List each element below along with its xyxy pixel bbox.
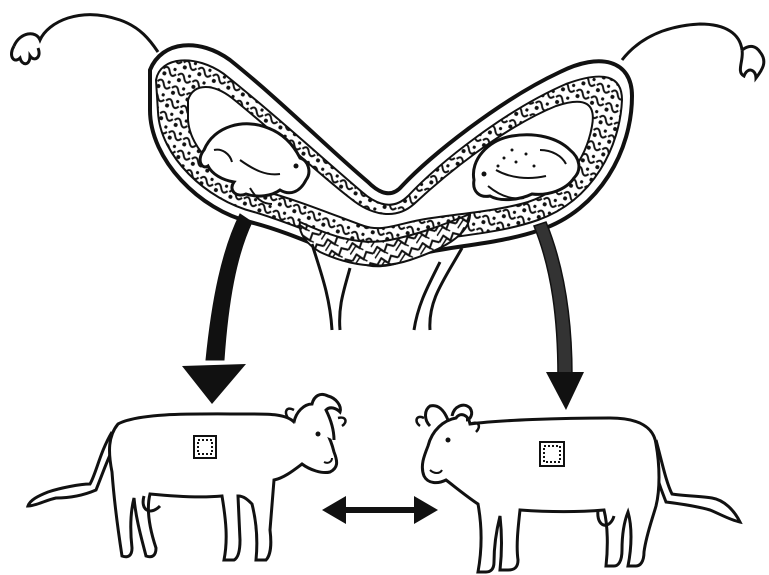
right-cow-tail bbox=[648, 440, 740, 522]
right-cow bbox=[417, 405, 740, 572]
uterus bbox=[12, 15, 764, 330]
right-oviduct bbox=[622, 24, 742, 60]
left-cow bbox=[28, 394, 345, 560]
left-oviduct bbox=[14, 15, 158, 52]
curved-down-arrow-icon bbox=[534, 222, 584, 410]
left-cow-body bbox=[110, 414, 337, 560]
right-cow-body bbox=[422, 415, 659, 572]
double-headed-arrow-icon bbox=[322, 496, 438, 524]
shaved-square-patch-icon bbox=[540, 442, 564, 466]
right-cervix-tube bbox=[414, 248, 462, 330]
left-fimbria bbox=[12, 46, 40, 64]
right-fimbria bbox=[740, 46, 763, 78]
left-cow-tail bbox=[28, 432, 118, 506]
shaved-square-patch-icon bbox=[194, 436, 216, 458]
curved-down-arrow-icon bbox=[182, 214, 252, 404]
